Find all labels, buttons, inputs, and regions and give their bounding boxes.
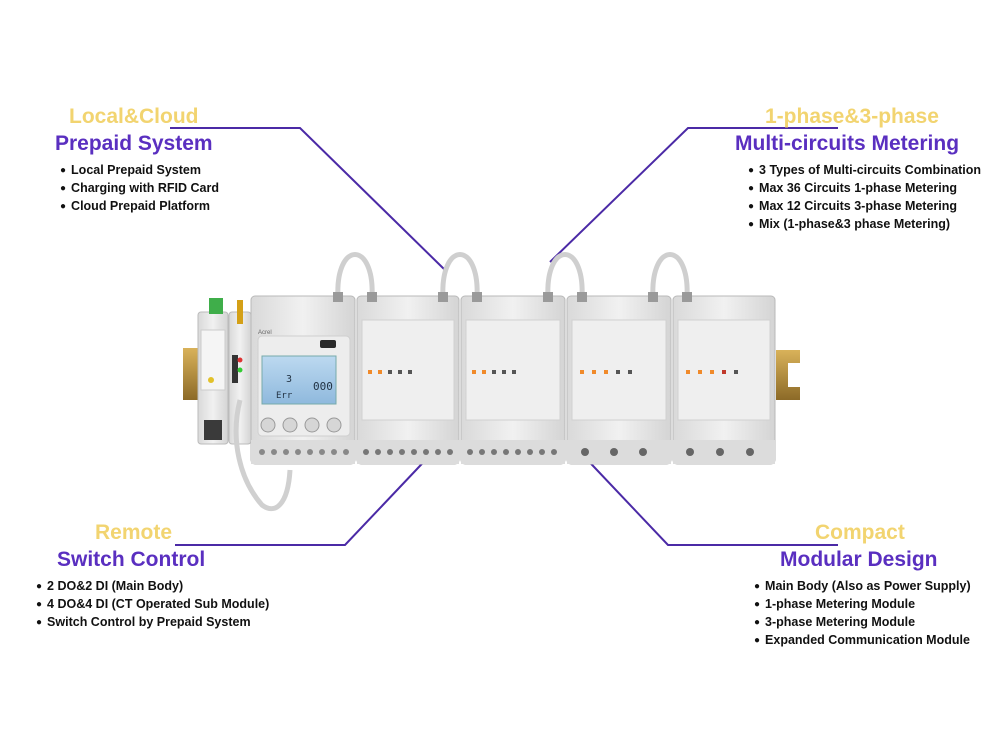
lcd-value: 000 [313, 380, 333, 393]
feature-switch-control: Remote Switch Control 2 DO&2 DI (Main Bo… [36, 520, 269, 632]
feature-prepaid-system: Local&Cloud Prepaid System Local Prepaid… [55, 104, 219, 216]
lcd-line2: Err [276, 391, 293, 401]
bullet-item: Main Body (Also as Power Supply) [754, 578, 971, 596]
feature-title: Switch Control [57, 548, 206, 571]
feature-bullet-list: 3 Types of Multi-circuits Combination Ma… [735, 162, 981, 234]
connector-line-top-left [170, 127, 446, 271]
feature-subtitle: Compact [815, 521, 905, 544]
bullet-item: 2 DO&2 DI (Main Body) [36, 578, 269, 596]
metering-module-1 [356, 295, 460, 465]
bullet-item: Charging with RFID Card [60, 180, 219, 198]
bullet-item: Expanded Communication Module [754, 632, 971, 650]
metering-module-3 [566, 295, 672, 465]
feature-title: Modular Design [780, 548, 938, 571]
feature-bullet-list: Main Body (Also as Power Supply) 1-phase… [750, 578, 971, 650]
bullet-item: Local Prepaid System [60, 162, 219, 180]
feature-title: Prepaid System [55, 132, 213, 155]
feature-subtitle: Local&Cloud [69, 105, 199, 128]
main-body-module: Acrel 3 Err 000 [233, 295, 356, 512]
bullet-item: Max 12 Circuits 3-phase Metering [748, 198, 981, 216]
bullet-item: Switch Control by Prepaid System [36, 614, 269, 632]
bullet-item: Max 36 Circuits 1-phase Metering [748, 180, 981, 198]
metering-module-4 [672, 295, 776, 465]
bullet-item: Cloud Prepaid Platform [60, 198, 219, 216]
feature-bullet-list: Local Prepaid System Charging with RFID … [55, 162, 219, 216]
lcd-line1: 3 [286, 374, 292, 385]
feature-subtitle: Remote [95, 521, 173, 544]
bullet-item: 1-phase Metering Module [754, 596, 971, 614]
lcd-display [261, 355, 337, 405]
metering-module-2 [460, 295, 566, 465]
feature-bullet-list: 2 DO&2 DI (Main Body) 4 DO&4 DI (CT Oper… [36, 578, 269, 632]
communication-module [197, 298, 252, 445]
device-brand-label: Acrel [258, 330, 272, 336]
feature-subtitle: 1-phase&3-phase [765, 105, 939, 128]
connector-lines [170, 127, 838, 546]
feature-modular-design: Compact Modular Design Main Body (Also a… [750, 520, 971, 650]
feature-title: Multi-circuits Metering [735, 132, 960, 155]
bullet-item: 3-phase Metering Module [754, 614, 971, 632]
connector-line-top-right [549, 127, 838, 263]
feature-multi-circuits-metering: 1-phase&3-phase Multi-circuits Metering … [735, 104, 981, 234]
bullet-item: 4 DO&4 DI (CT Operated Sub Module) [36, 596, 269, 614]
connector-line-bottom-right [577, 449, 838, 546]
bullet-item: Mix (1-phase&3 phase Metering) [748, 216, 981, 234]
bullet-item: 3 Types of Multi-circuits Combination [748, 162, 981, 180]
link-cables [335, 252, 690, 299]
connector-line-bottom-left [175, 449, 436, 546]
